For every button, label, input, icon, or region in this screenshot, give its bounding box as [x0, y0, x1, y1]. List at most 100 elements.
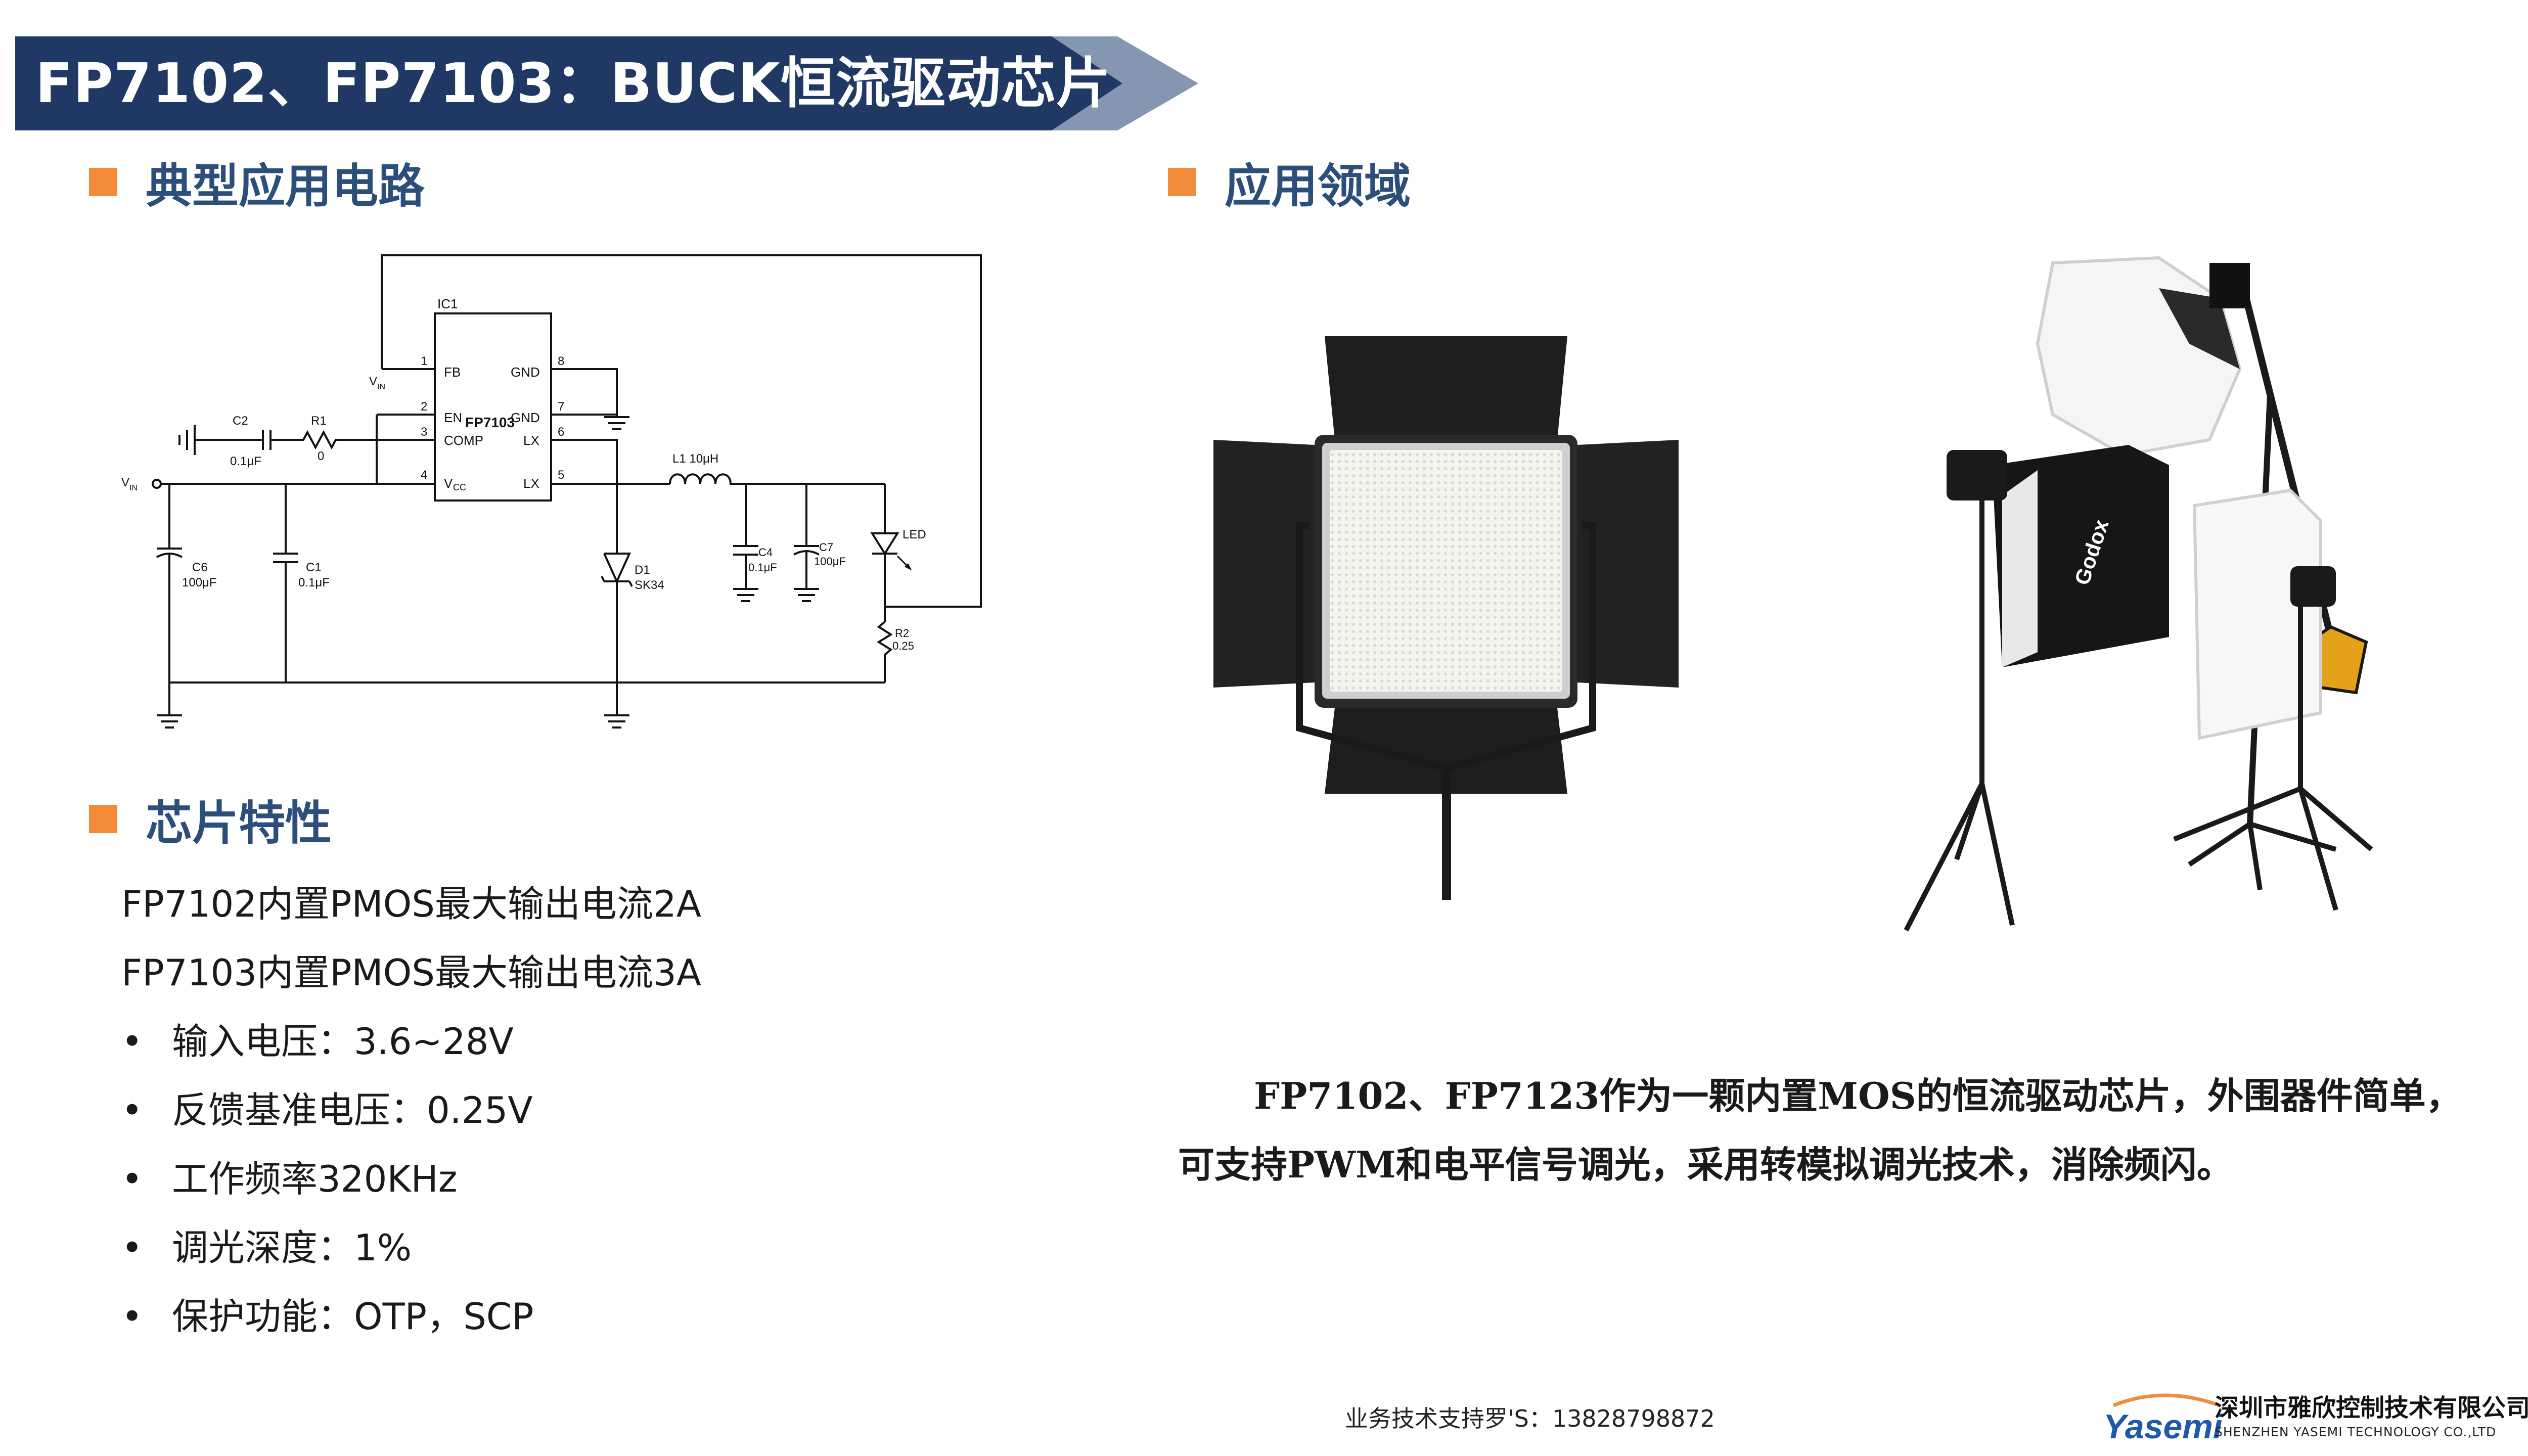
page-title: FP7102、FP7103：BUCK恒流驱动芯片 [35, 52, 1111, 115]
c6-label: C6 [192, 561, 208, 574]
barn-door-top [1325, 336, 1567, 440]
pin-lx6-label: LX [523, 433, 539, 448]
r1-value: 0 [318, 449, 324, 463]
pin-8-number: 8 [558, 354, 564, 368]
support-contact: 业务技术支持罗'S：13828798872 [1345, 1405, 1715, 1432]
vin-left-sub: IN [129, 484, 138, 492]
banner-chevron [1042, 36, 1198, 130]
bullet-icon: • [121, 1295, 143, 1338]
lx-wires [551, 439, 670, 485]
description-line: 可支持PWM和电平信号调光，采用转模拟调光技术，消除频闪。 [1178, 1143, 2233, 1186]
c2-capacitor [262, 430, 272, 450]
c2-label: C2 [233, 414, 248, 428]
company-name-cn: 深圳市雅欣控制技术有限公司 [2215, 1394, 2528, 1422]
strobe-head [2209, 263, 2250, 308]
banner-shape [15, 36, 1198, 130]
pin-vcc-sub: CC [453, 482, 466, 492]
led-diode [870, 484, 899, 622]
ic-ref-label: IC1 [437, 296, 458, 311]
c4-capacitor [733, 484, 758, 602]
feature-line: FP7103内置PMOS最大输出电流3A [121, 951, 702, 994]
feature-bullet-text: 输入电压：3.6~28V [172, 1020, 514, 1063]
barn-door-left [1213, 440, 1315, 688]
c7-label: C7 [819, 541, 833, 554]
section-marker-icon [89, 805, 117, 833]
c1-capacitor [273, 484, 298, 682]
barn-door-bottom [1325, 708, 1567, 794]
feature-line: FP7102内置PMOS最大输出电流2A [121, 883, 702, 925]
bullet-icon: • [121, 1020, 143, 1063]
section-features-header: 芯片特性 [89, 791, 332, 850]
studio-lights-photo: Godox [1904, 256, 2373, 932]
feature-bullet-item: • 调光深度：1% [121, 1213, 1133, 1282]
section-circuit-header: 典型应用电路 [89, 154, 425, 213]
pin-gnd8-label: GND [511, 365, 540, 380]
description-line: FP7102、FP7123作为一颗内置MOS的恒流驱动芯片，外围器件简单， [1254, 1074, 2462, 1117]
vin-top-label: V [369, 375, 377, 388]
strobe-head [2290, 566, 2336, 607]
pin-en-label: EN [444, 410, 462, 425]
c6-capacitor [156, 484, 183, 682]
pin-2-number: 2 [421, 400, 427, 414]
feature-bullet-text: 保护功能：OTP，SCP [172, 1295, 534, 1338]
pin-vcc-label: V [444, 476, 453, 491]
gnd-pin-wires [551, 368, 629, 430]
d1-value: SK34 [635, 578, 664, 592]
ground-icon [178, 425, 196, 455]
r2-label: R2 [895, 627, 909, 640]
light-stand [1904, 495, 2015, 932]
pin-gnd7-label: GND [511, 410, 540, 425]
d1-diode [601, 484, 633, 682]
led-panel-photo [1213, 336, 1679, 900]
c4-value: 0.1μF [748, 561, 777, 574]
pin-3-number: 3 [421, 425, 427, 439]
feature-bullet-item: • 保护功能：OTP，SCP [121, 1282, 1133, 1351]
barn-door-right [1577, 440, 1679, 688]
ground-icon [604, 682, 629, 729]
c7-value: 100μF [814, 555, 846, 568]
application-description: FP7102、FP7123作为一颗内置MOS的恒流驱动芯片，外围器件简单， 可支… [1178, 1062, 2528, 1199]
c1-label: C1 [306, 561, 322, 574]
feedback-wire [381, 254, 982, 608]
logo-text: Yasemi [2103, 1407, 2224, 1446]
led-label: LED [902, 528, 926, 541]
company-name-en: SHENZHEN YASEMI TECHNOLOGY CO.,LTD [2215, 1425, 2497, 1439]
strobe-head [1947, 450, 2007, 500]
feature-bullet-text: 调光深度：1% [172, 1226, 412, 1269]
pin-7-number: 7 [558, 400, 564, 414]
pin-1-number: 1 [421, 354, 427, 368]
section-application-title: 应用领域 [1225, 159, 1411, 213]
ic-body [434, 312, 552, 502]
section-circuit-title: 典型应用电路 [146, 159, 425, 213]
feature-bullet-item: • 输入电压：3.6~28V [121, 1007, 1133, 1076]
c6-value: 100μF [182, 576, 217, 589]
feature-list: FP7102内置PMOS最大输出电流2A FP7103内置PMOS最大输出电流3… [121, 870, 1133, 1351]
r2-value: 0.25 [892, 640, 914, 652]
r2-resistor [877, 621, 893, 682]
l1-label: L1 10μH [672, 452, 718, 466]
bullet-icon: • [121, 1089, 143, 1131]
logo-swoosh-icon [2112, 1393, 2221, 1407]
feature-bullet-item: • 工作频率320KHz [121, 1145, 1133, 1213]
pin-fb-label: FB [444, 365, 461, 380]
sandbag [2314, 625, 2368, 695]
pin-5-number: 5 [558, 468, 564, 482]
banner-bar [15, 36, 1122, 130]
pin-6-number: 6 [558, 425, 564, 439]
c1-value: 0.1μF [298, 576, 330, 589]
section-application-header: 应用领域 [1168, 154, 1411, 213]
led-array [1330, 450, 1562, 692]
company-logo: Yasemi [2103, 1393, 2224, 1446]
section-marker-icon [89, 168, 117, 196]
bullet-icon: • [121, 1226, 143, 1269]
light-stand-pole [1442, 768, 1451, 900]
title-banner: FP7102、FP7103：BUCK恒流驱动芯片 [0, 0, 2528, 152]
ic-part-label: FP7103 [465, 415, 515, 430]
d1-label: D1 [635, 563, 650, 577]
c4-label: C4 [758, 546, 773, 559]
l1-inductor [669, 473, 885, 485]
feature-bullet-text: 工作频率320KHz [172, 1158, 458, 1200]
pin-lx5-label: LX [523, 476, 539, 491]
vin-top-sub: IN [377, 383, 385, 391]
c2-value: 0.1μF [230, 454, 261, 468]
